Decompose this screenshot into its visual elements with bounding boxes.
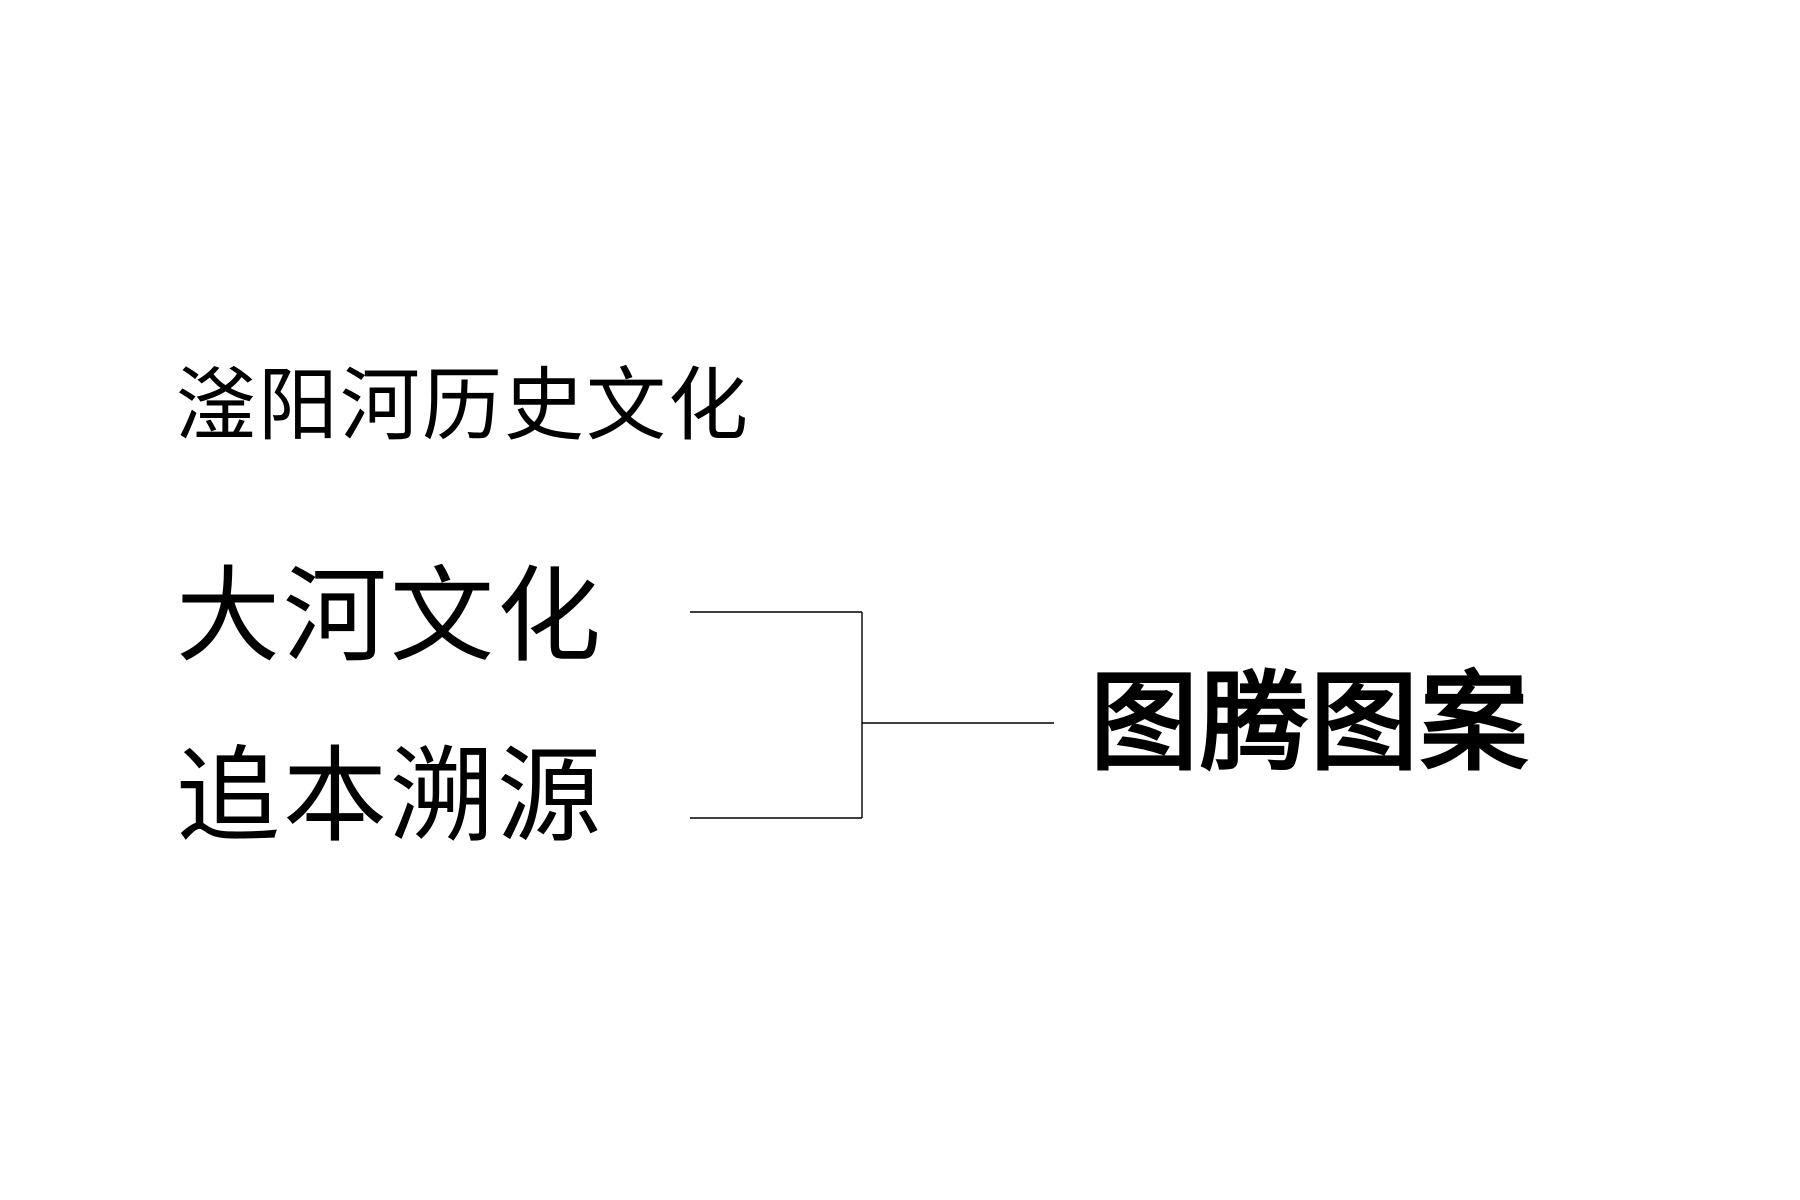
result-label: 图腾图案 xyxy=(1090,661,1531,786)
branch-label-bottom: 追本溯源 xyxy=(176,735,605,857)
branch-label-top: 大河文化 xyxy=(176,555,605,677)
diagram-subtitle: 滏阳河历史文化 xyxy=(176,359,750,452)
